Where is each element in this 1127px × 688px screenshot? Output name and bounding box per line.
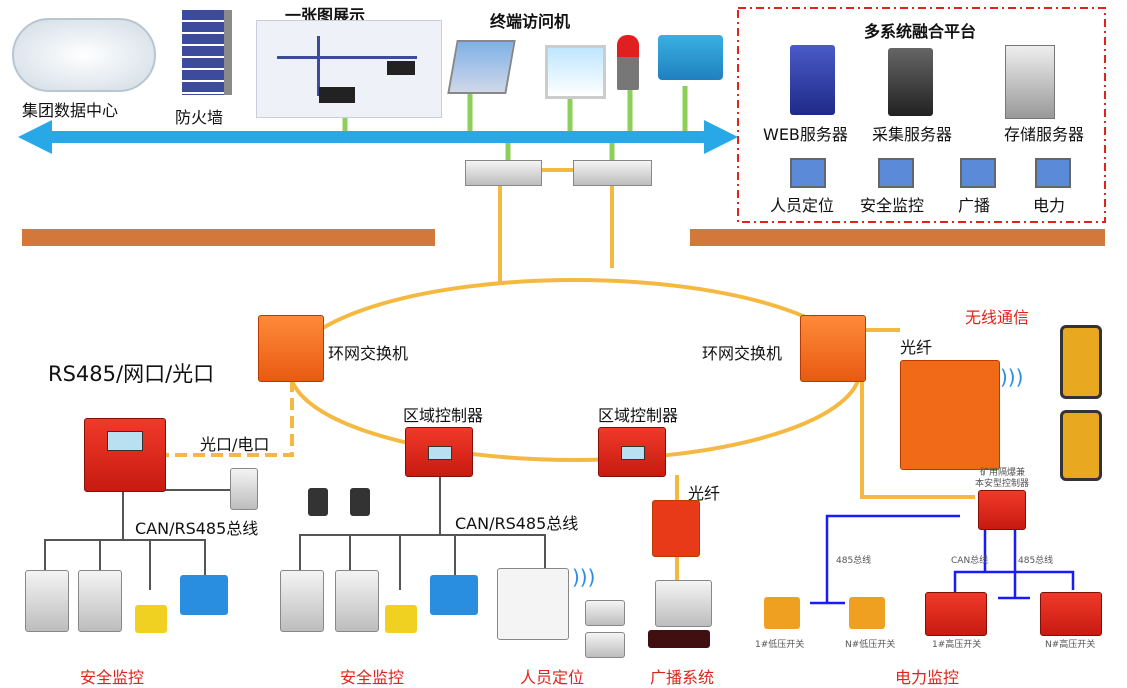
section-safety-1: 安全监控 — [80, 668, 145, 687]
terminals-title: 终端访问机 — [490, 12, 571, 31]
sensor-device — [308, 488, 328, 516]
high-voltage-switch — [925, 592, 987, 636]
subsystem-power: 电力 — [1033, 196, 1066, 215]
collect-server-label: 采集服务器 — [872, 125, 953, 144]
bus-arrow-right — [704, 120, 738, 154]
low-voltage-switch — [849, 597, 885, 629]
firewall-icon — [182, 10, 232, 95]
can-bus-mid-label: CAN/RS485总线 — [455, 514, 579, 533]
ring-switch-left-label: 环网交换机 — [328, 344, 409, 363]
dashed-link — [165, 380, 294, 457]
hv-n-label: N#高压开关 — [1045, 640, 1096, 650]
datacenter-label: 集团数据中心 — [22, 101, 119, 120]
fiber-right-label: 光纤 — [900, 338, 933, 357]
power-controller — [978, 490, 1026, 530]
platform-title: 多系统融合平台 — [864, 22, 977, 41]
subsystem-broadcast: 广播 — [958, 196, 991, 215]
region-controller-left — [405, 427, 473, 477]
high-voltage-switch — [1040, 592, 1102, 636]
platform-border — [737, 7, 1106, 223]
pc-icon — [878, 158, 914, 188]
positioning-reader — [497, 568, 569, 640]
bus-485-left-label: 485总线 — [836, 556, 872, 566]
storage-server-label: 存储服务器 — [1004, 125, 1085, 144]
section-power: 电力监控 — [895, 668, 960, 687]
substation-controller — [84, 418, 166, 492]
ring-switch-right-label: 环网交换机 — [702, 344, 783, 363]
wireless-signal-icon: ))) — [572, 565, 596, 589]
bus-can-label: CAN总线 — [951, 556, 989, 566]
power-bus-lines — [810, 514, 1075, 605]
collect-server-icon — [888, 48, 933, 116]
printer-icon — [658, 35, 723, 80]
ring-switch-right — [800, 315, 866, 382]
region-controller-right-label: 区域控制器 — [598, 406, 679, 425]
junction-box — [430, 575, 478, 615]
section-safety-2: 安全监控 — [340, 668, 405, 687]
ring-switch-left — [258, 315, 324, 382]
led-display — [648, 630, 710, 648]
wireless-title: 无线通信 — [965, 308, 1030, 327]
core-switch-right — [573, 160, 652, 186]
sensor-device — [350, 488, 370, 516]
subsystem-personnel: 人员定位 — [770, 196, 835, 215]
gas-sensor — [25, 570, 69, 632]
layer-bar-right — [690, 229, 1105, 246]
can-bus-left-label: CAN/RS485总线 — [135, 519, 259, 538]
tag-card — [585, 600, 625, 626]
storage-server-icon — [1005, 45, 1055, 119]
web-server-label: WEB服务器 — [763, 125, 848, 144]
web-server-icon — [790, 45, 835, 115]
ring-network — [288, 278, 862, 462]
gas-sensor — [280, 570, 324, 632]
wireless-signal-icon: ))) — [1000, 365, 1024, 389]
power-controller-label-1: 矿用隔爆兼 — [980, 468, 1026, 478]
fiber-broadcast-label: 光纤 — [688, 484, 721, 503]
broadcast-terminal — [655, 580, 712, 627]
bus-485-right-label: 485总线 — [1018, 556, 1054, 566]
mine-telephone — [652, 500, 700, 557]
core-switch-left — [465, 160, 542, 186]
cloud-icon — [12, 18, 156, 92]
layer-bar-left — [22, 229, 435, 246]
low-voltage-switch — [764, 597, 800, 629]
region-controller-left-label: 区域控制器 — [403, 406, 484, 425]
wireless-base-station — [900, 360, 1000, 470]
lv-1-label: 1#低压开关 — [755, 640, 805, 650]
sensor-bus-lines — [44, 475, 546, 590]
power-controller-label-2: 本安型控制器 — [975, 479, 1030, 489]
map-thumbnail[interactable] — [256, 20, 442, 118]
mobile-phone — [1060, 325, 1102, 399]
pc-icon — [960, 158, 996, 188]
sensor-device — [230, 468, 258, 510]
gas-sensor — [335, 570, 379, 632]
bus-arrow-left — [18, 120, 52, 154]
pc-icon — [1035, 158, 1071, 188]
yellow-sensor — [385, 605, 417, 633]
alarm-light-icon — [617, 35, 639, 90]
lv-n-label: N#低压开关 — [845, 640, 896, 650]
fiber-power — [860, 380, 975, 499]
laptop-icon — [447, 40, 516, 94]
yellow-sensor — [135, 605, 167, 633]
subsystem-safety: 安全监控 — [860, 196, 925, 215]
green-drops — [342, 86, 688, 163]
firewall-label: 防火墙 — [175, 108, 224, 127]
gas-sensor — [78, 570, 122, 632]
pc-icon — [790, 158, 826, 188]
desktop-icon — [545, 45, 606, 99]
section-broadcast: 广播系统 — [650, 668, 715, 687]
optical-electric-label: 光口/电口 — [200, 435, 270, 454]
junction-box — [180, 575, 228, 615]
tag-card — [585, 632, 625, 658]
region-controller-right — [598, 427, 666, 477]
section-personnel: 人员定位 — [520, 668, 585, 687]
rs485-label: RS485/网口/光口 — [48, 362, 215, 386]
hv-1-label: 1#高压开关 — [932, 640, 982, 650]
mobile-phone — [1060, 410, 1102, 481]
